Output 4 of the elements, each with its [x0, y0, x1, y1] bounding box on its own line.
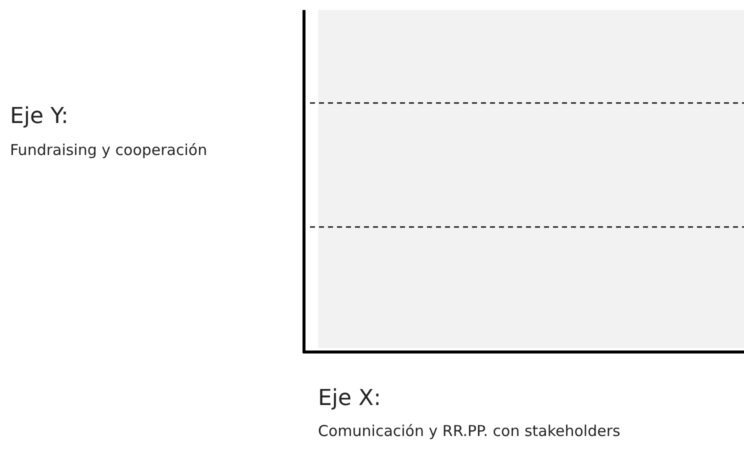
axis-description: Comunicación y RR.PP. con stakeholders — [318, 422, 620, 440]
axis-title: Eje X: — [318, 386, 382, 411]
axis-title: Eje Y: — [10, 104, 68, 129]
axis-description: Fundraising y cooperación — [10, 141, 208, 159]
